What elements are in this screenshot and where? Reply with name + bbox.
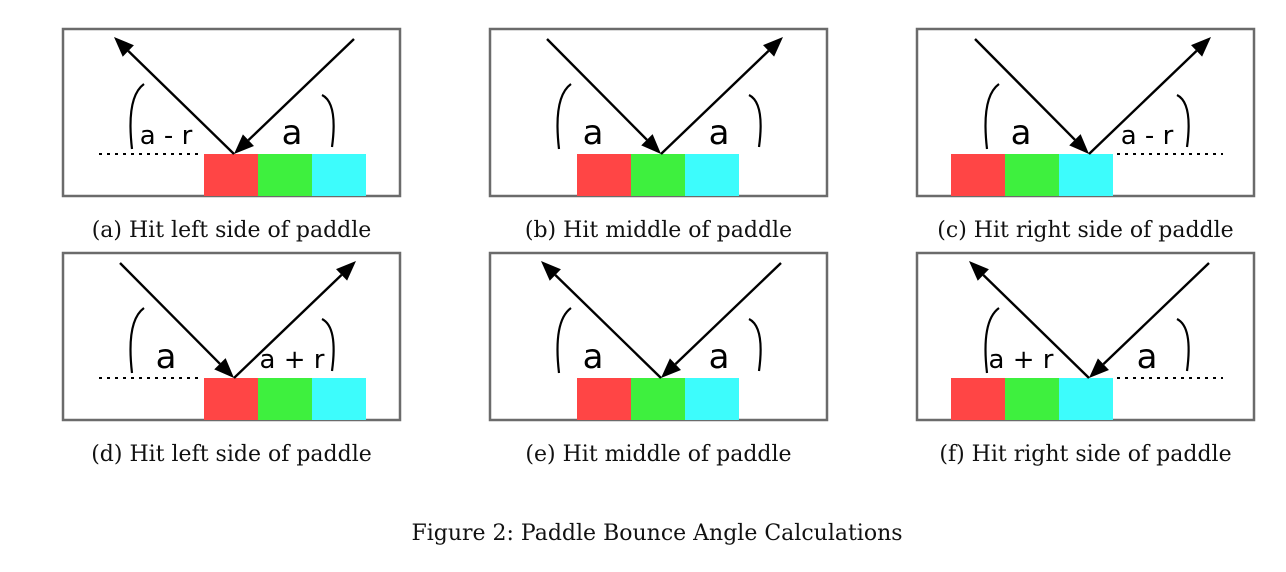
outgoing-arrowhead	[114, 37, 134, 57]
right-angle-label: a	[709, 113, 730, 153]
panel-grid: a - r a (a) Hit left side of paddle a a (b) H…	[61, 27, 1256, 467]
panel-caption: (b) Hit middle of paddle	[525, 218, 792, 243]
incoming-arrowhead	[661, 358, 681, 378]
paddle-left-segment	[951, 378, 1005, 420]
right-angle-arc	[321, 318, 335, 372]
incoming-arrowhead	[234, 134, 254, 154]
figure-caption: Figure 2: Paddle Bounce Angle Calculatio…	[411, 521, 902, 546]
paddle-right-segment	[685, 154, 739, 196]
paddle-left-segment	[577, 378, 631, 420]
outgoing-arrowhead	[763, 37, 783, 57]
outgoing-trajectory	[554, 274, 662, 379]
paddle-left-segment	[577, 154, 631, 196]
panel-e: a a (e) Hit middle of paddle	[488, 251, 829, 467]
incoming-arrowhead	[1069, 134, 1089, 154]
panel-caption: (c) Hit right side of paddle	[937, 218, 1233, 243]
outgoing-arrowhead	[1191, 37, 1211, 57]
left-angle-label: a	[156, 337, 177, 377]
paddle-left-segment	[204, 378, 258, 420]
incoming-trajectory	[974, 38, 1076, 141]
right-angle-arc	[321, 94, 335, 148]
left-angle-arc	[556, 83, 572, 150]
paddle-right-segment	[312, 378, 366, 420]
paddle-middle-segment	[258, 154, 312, 196]
paddle-right-segment	[312, 154, 366, 196]
paddle-middle-segment	[1005, 154, 1059, 196]
incoming-arrowhead	[641, 134, 661, 154]
right-angle-label: a - r	[1121, 121, 1174, 151]
outgoing-trajectory	[127, 50, 235, 155]
outgoing-trajectory	[982, 274, 1090, 379]
outgoing-arrowhead	[336, 261, 356, 281]
paddle-right-segment	[1059, 378, 1113, 420]
left-angle-arc	[984, 83, 1000, 150]
outgoing-arrowhead	[541, 261, 561, 281]
incoming-trajectory	[247, 38, 355, 142]
outgoing-trajectory	[660, 49, 770, 155]
right-angle-label: a	[282, 113, 303, 153]
panel-a: a - r a (a) Hit left side of paddle	[61, 27, 402, 243]
left-angle-label: a	[583, 337, 604, 377]
left-angle-arc	[129, 307, 145, 374]
left-angle-arc	[984, 307, 1000, 374]
paddle-right-segment	[1059, 154, 1113, 196]
panel-caption: (d) Hit left side of paddle	[91, 442, 372, 467]
right-angle-arc	[1176, 94, 1190, 148]
left-angle-label: a + r	[989, 345, 1054, 375]
panel-c: a a - r (c) Hit right side of paddle	[915, 27, 1256, 243]
right-angle-label: a + r	[260, 345, 325, 375]
incoming-trajectory	[674, 262, 782, 366]
incoming-trajectory	[119, 262, 221, 365]
outgoing-arrowhead	[969, 261, 989, 281]
incoming-arrowhead	[214, 358, 234, 378]
left-angle-arc	[556, 307, 572, 374]
left-angle-label: a	[1011, 113, 1032, 153]
panel-caption: (a) Hit left side of paddle	[92, 218, 372, 243]
outgoing-trajectory	[1088, 49, 1198, 155]
left-angle-arc	[129, 83, 145, 150]
panel-caption: (e) Hit middle of paddle	[525, 442, 791, 467]
right-angle-arc	[748, 94, 762, 148]
right-angle-label: a	[709, 337, 730, 377]
incoming-trajectory	[1102, 262, 1210, 366]
paddle-left-segment	[204, 154, 258, 196]
incoming-trajectory	[546, 38, 648, 141]
paddle-middle-segment	[631, 154, 685, 196]
left-angle-label: a - r	[140, 121, 193, 151]
panel-d: a a + r (d) Hit left side of paddle	[61, 251, 402, 467]
paddle-right-segment	[685, 378, 739, 420]
paddle-left-segment	[951, 154, 1005, 196]
right-angle-arc	[748, 318, 762, 372]
outgoing-trajectory	[233, 273, 343, 379]
paddle-middle-segment	[1005, 378, 1059, 420]
incoming-arrowhead	[1089, 358, 1109, 378]
panel-caption: (f) Hit right side of paddle	[939, 442, 1231, 467]
panel-b: a a (b) Hit middle of paddle	[488, 27, 829, 243]
left-angle-label: a	[583, 113, 604, 153]
paddle-middle-segment	[631, 378, 685, 420]
right-angle-arc	[1176, 318, 1190, 372]
right-angle-label: a	[1137, 337, 1158, 377]
panel-f: a + r a (f) Hit right side of paddle	[915, 251, 1256, 467]
paddle-middle-segment	[258, 378, 312, 420]
